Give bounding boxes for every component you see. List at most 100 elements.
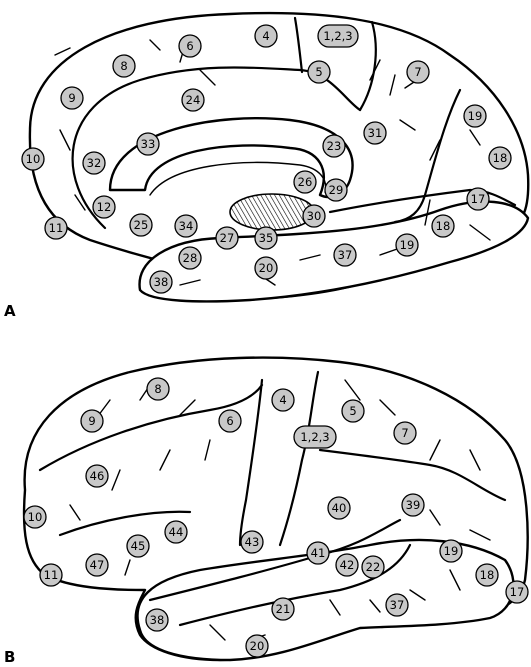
svg-text:19: 19 <box>444 544 459 558</box>
area-label: 4 <box>255 25 277 47</box>
svg-text:30: 30 <box>307 209 322 223</box>
area-label: 10 <box>22 148 44 170</box>
svg-text:38: 38 <box>154 275 169 289</box>
area-label: 26 <box>294 171 316 193</box>
area-label: 25 <box>130 214 152 236</box>
panel-letter-b: B <box>4 648 15 666</box>
svg-text:19: 19 <box>468 109 483 123</box>
area-label: 40 <box>328 497 350 519</box>
svg-text:18: 18 <box>436 219 451 233</box>
area-label: 6 <box>179 35 201 57</box>
svg-text:35: 35 <box>259 231 274 245</box>
area-label: 35 <box>255 227 277 249</box>
area-label: 8 <box>113 55 135 77</box>
area-label: 1,2,3 <box>318 25 358 47</box>
area-label: 17 <box>467 188 489 210</box>
svg-text:23: 23 <box>327 139 342 153</box>
svg-text:20: 20 <box>259 261 274 275</box>
svg-text:11: 11 <box>49 221 64 235</box>
area-label: 11 <box>40 564 62 586</box>
svg-text:26: 26 <box>298 175 313 189</box>
area-label: 18 <box>476 564 498 586</box>
svg-text:41: 41 <box>311 546 326 560</box>
area-label: 42 <box>336 554 358 576</box>
area-label: 45 <box>127 535 149 557</box>
svg-text:37: 37 <box>390 598 405 612</box>
area-label: 17 <box>506 581 528 603</box>
svg-text:6: 6 <box>186 39 193 53</box>
area-label: 47 <box>86 554 108 576</box>
area-label: 18 <box>432 215 454 237</box>
panel-a-medial-view: 4 6 1,2,3 8 5 7 9 24 31 19 10 32 33 23 1… <box>4 13 528 320</box>
area-label: 24 <box>182 89 204 111</box>
svg-text:37: 37 <box>338 248 353 262</box>
area-label: 11 <box>45 217 67 239</box>
svg-text:1,2,3: 1,2,3 <box>300 430 329 444</box>
panel-a-thalamus-hatched <box>230 194 314 230</box>
svg-text:31: 31 <box>368 126 383 140</box>
svg-text:19: 19 <box>400 238 415 252</box>
svg-text:7: 7 <box>414 65 421 79</box>
svg-text:18: 18 <box>493 151 508 165</box>
svg-text:4: 4 <box>279 393 286 407</box>
area-label: 46 <box>86 465 108 487</box>
area-label: 21 <box>272 598 294 620</box>
area-label: 5 <box>308 61 330 83</box>
area-label: 20 <box>246 635 268 657</box>
svg-text:6: 6 <box>226 414 233 428</box>
svg-text:20: 20 <box>250 639 265 653</box>
area-label: 34 <box>175 215 197 237</box>
svg-text:22: 22 <box>366 560 381 574</box>
area-label: 28 <box>179 247 201 269</box>
area-label: 27 <box>216 227 238 249</box>
area-label: 44 <box>165 521 187 543</box>
svg-text:10: 10 <box>26 152 41 166</box>
svg-text:42: 42 <box>340 558 355 572</box>
svg-text:33: 33 <box>141 137 156 151</box>
area-label: 12 <box>93 196 115 218</box>
svg-text:8: 8 <box>120 59 127 73</box>
area-label: 30 <box>303 205 325 227</box>
area-label: 37 <box>386 594 408 616</box>
svg-text:17: 17 <box>471 192 486 206</box>
svg-text:5: 5 <box>315 65 322 79</box>
area-label: 19 <box>440 540 462 562</box>
area-label: 43 <box>241 531 263 553</box>
svg-text:7: 7 <box>401 426 408 440</box>
svg-text:34: 34 <box>179 219 194 233</box>
area-label: 38 <box>146 609 168 631</box>
svg-text:46: 46 <box>90 469 105 483</box>
area-label: 8 <box>147 378 169 400</box>
svg-text:28: 28 <box>183 251 198 265</box>
svg-text:44: 44 <box>169 525 184 539</box>
svg-text:25: 25 <box>134 218 149 232</box>
area-label: 39 <box>402 494 424 516</box>
svg-text:5: 5 <box>349 404 356 418</box>
area-label: 7 <box>407 61 429 83</box>
svg-text:27: 27 <box>220 231 235 245</box>
panel-b-lateral-view: 8 4 9 6 5 1,2,3 7 46 40 39 10 44 45 43 4… <box>4 358 528 666</box>
panel-letter-a: A <box>4 302 16 320</box>
area-label: 10 <box>24 506 46 528</box>
svg-text:11: 11 <box>44 568 59 582</box>
area-label: 1,2,3 <box>294 426 336 448</box>
area-label: 20 <box>255 257 277 279</box>
area-label: 4 <box>272 389 294 411</box>
area-label: 19 <box>464 105 486 127</box>
svg-text:9: 9 <box>88 414 95 428</box>
svg-text:4: 4 <box>262 29 269 43</box>
svg-text:24: 24 <box>186 93 201 107</box>
svg-text:12: 12 <box>97 200 112 214</box>
svg-text:38: 38 <box>150 613 165 627</box>
area-label: 37 <box>334 244 356 266</box>
area-label: 33 <box>137 133 159 155</box>
svg-text:32: 32 <box>87 156 102 170</box>
area-label: 9 <box>61 87 83 109</box>
svg-text:29: 29 <box>329 183 344 197</box>
area-label: 5 <box>342 400 364 422</box>
svg-text:39: 39 <box>406 498 421 512</box>
svg-text:9: 9 <box>68 91 75 105</box>
area-label: 38 <box>150 271 172 293</box>
area-label: 29 <box>325 179 347 201</box>
